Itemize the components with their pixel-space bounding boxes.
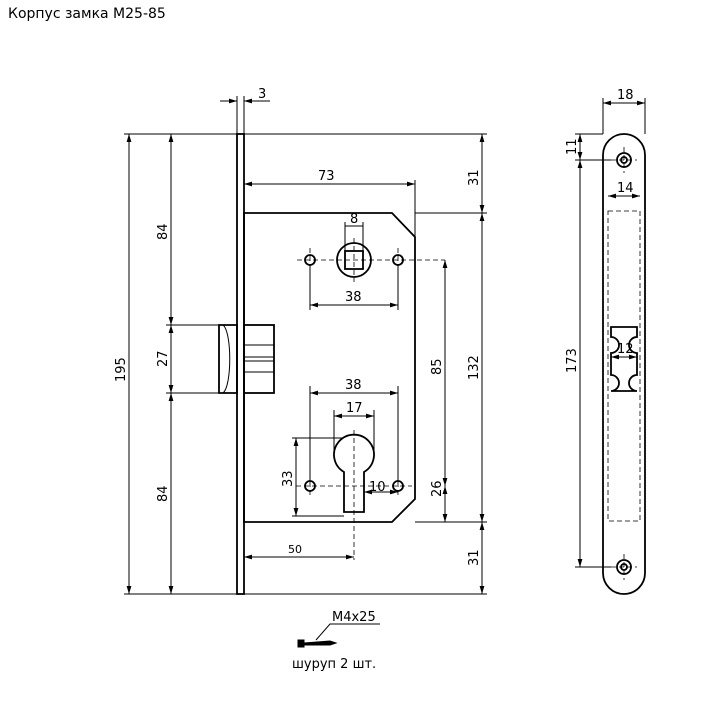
dim-38-top: 38 (309, 265, 399, 310)
screw-caption: шуруп 2 шт. (292, 657, 376, 672)
svg-text:11: 11 (565, 138, 580, 155)
dim-spindle: 8 (344, 212, 364, 251)
latch-window (610, 326, 638, 392)
svg-text:73: 73 (318, 169, 335, 184)
dim-12: 12 (611, 342, 637, 360)
svg-text:31: 31 (467, 169, 482, 186)
dim-33: 33 (281, 437, 344, 517)
dim-195: 195 (114, 134, 132, 594)
dim-132: 132 (415, 212, 487, 523)
screw-callout: M4x25 шуруп 2 шт. (292, 610, 380, 672)
cylinder-cutout (333, 433, 375, 513)
dim-17: 17 (333, 401, 375, 452)
dim-84-lower: 84 (156, 393, 174, 594)
dim-50: 50 (244, 543, 354, 560)
svg-text:12: 12 (617, 342, 634, 357)
dim-31-bottom: 31 (244, 522, 487, 595)
screw-size: M4x25 (332, 610, 376, 625)
svg-text:132: 132 (467, 355, 482, 380)
svg-text:26: 26 (430, 480, 445, 497)
svg-text:18: 18 (617, 88, 634, 103)
dim-84-upper: 84 (156, 134, 174, 325)
svg-text:33: 33 (281, 470, 296, 487)
dim-85: 85 (430, 260, 448, 486)
svg-text:31: 31 (467, 549, 482, 566)
drawing-title: Корпус замка М25-85 (8, 6, 166, 22)
faceplate-view: 18 11 14 173 12 (565, 88, 646, 595)
svg-text:38: 38 (345, 378, 362, 393)
faceplate-outline (602, 133, 646, 595)
dim-38-lower: 38 (309, 378, 399, 481)
dim-27: 27 (156, 325, 174, 393)
latch-bolt (218, 324, 275, 394)
dim-31-top: 31 (244, 133, 487, 213)
lock-body (243, 212, 416, 523)
svg-text:8: 8 (350, 212, 358, 227)
svg-text:84: 84 (156, 223, 171, 240)
dim-173: 173 (565, 160, 611, 568)
dim-10: 10 (364, 480, 398, 495)
dim-73: 73 (244, 169, 416, 237)
svg-text:84: 84 (156, 485, 171, 502)
svg-text:14: 14 (617, 181, 634, 196)
dim-faceplate-thickness: 3 (220, 87, 270, 134)
svg-text:195: 195 (114, 357, 129, 382)
svg-text:10: 10 (369, 480, 386, 495)
dim-26: 26 (430, 480, 448, 522)
front-view: 3 73 8 38 38 17 (114, 87, 487, 595)
svg-text:3: 3 (258, 87, 266, 102)
svg-text:17: 17 (346, 401, 363, 416)
svg-text:173: 173 (565, 348, 580, 373)
svg-text:50: 50 (288, 543, 302, 556)
svg-text:85: 85 (430, 358, 445, 375)
screw-icon (297, 639, 338, 648)
svg-text:38: 38 (345, 290, 362, 305)
faceplate-window (607, 210, 641, 522)
svg-text:27: 27 (156, 350, 171, 367)
dim-18: 18 (602, 88, 646, 134)
faceplate (236, 133, 245, 595)
dim-14: 14 (608, 181, 640, 199)
dim-11: 11 (565, 133, 611, 161)
